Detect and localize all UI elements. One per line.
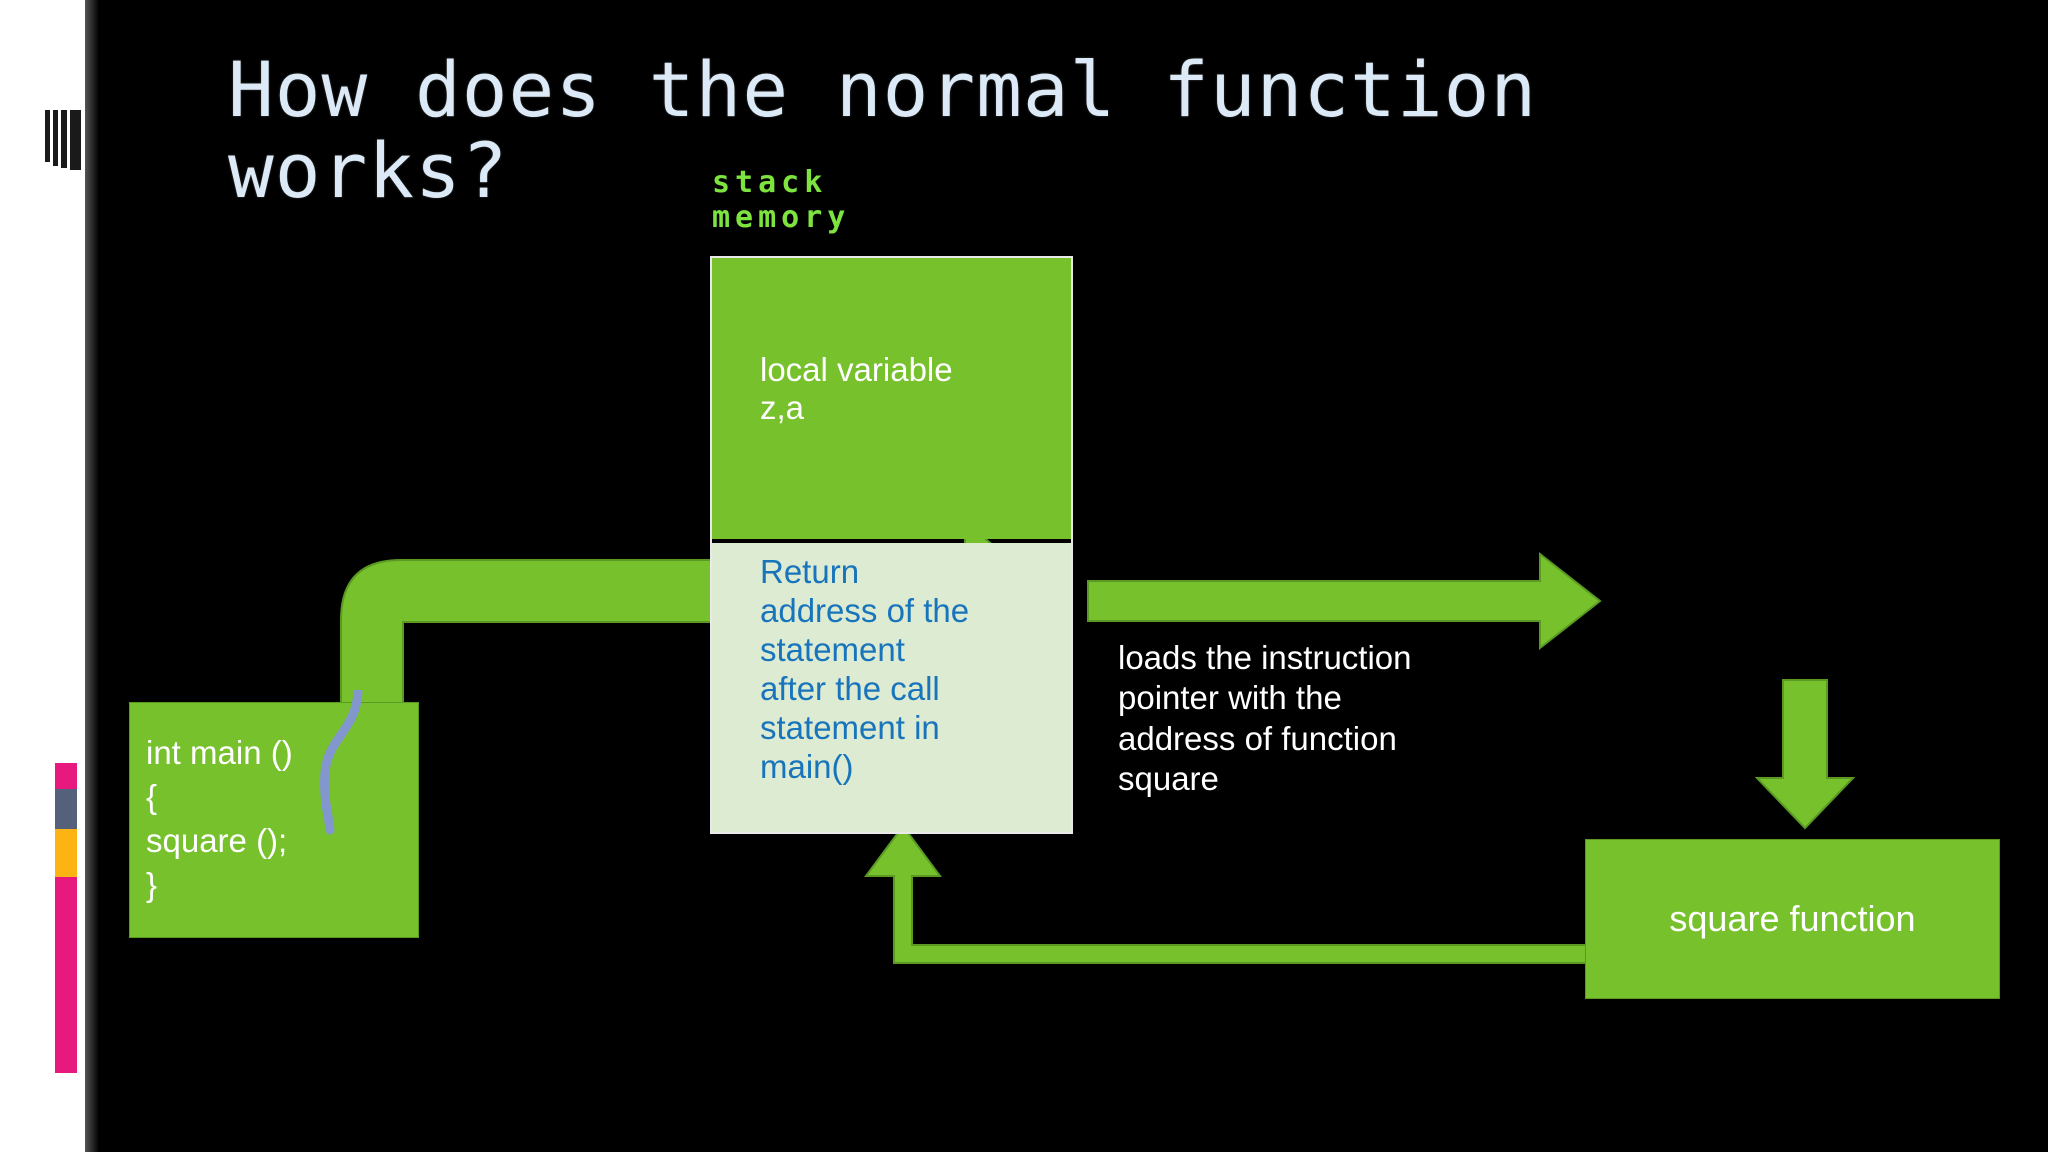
main-function-code: int main () { square (); } <box>146 734 293 903</box>
arrow-stack-to-square <box>1087 551 1602 651</box>
stack-return-address-cell: Return address of the statement after th… <box>712 543 1071 832</box>
color-swatch-strip <box>55 763 77 1073</box>
stack-local-variable-cell: local variable z,a <box>712 258 1071 539</box>
square-function-box: square function <box>1585 839 2000 999</box>
page-title: How does the normal function works? <box>228 45 1538 215</box>
instruction-pointer-caption: loads the instruction pointer with the a… <box>1118 639 1412 797</box>
sidebar-rail-shadow <box>85 0 99 1152</box>
stack-memory-label: stack memory <box>712 165 851 236</box>
square-function-label: square function <box>1669 898 1916 939</box>
swatch-magenta <box>55 877 77 1073</box>
stack-local-variable-text: local variable z,a <box>760 351 953 427</box>
arrow-return-to-stack <box>864 824 1601 964</box>
stack-memory-box: local variable z,a Return address of the… <box>710 256 1073 834</box>
main-function-box: int main () { square (); } <box>129 702 419 938</box>
swatch-slate <box>55 789 77 829</box>
swatch-amber <box>55 829 77 877</box>
stack-return-address-text: Return address of the statement after th… <box>760 553 970 785</box>
swatch-pink <box>55 763 77 789</box>
barcode-icon <box>45 110 87 170</box>
arrow-square-down <box>1754 679 1856 830</box>
